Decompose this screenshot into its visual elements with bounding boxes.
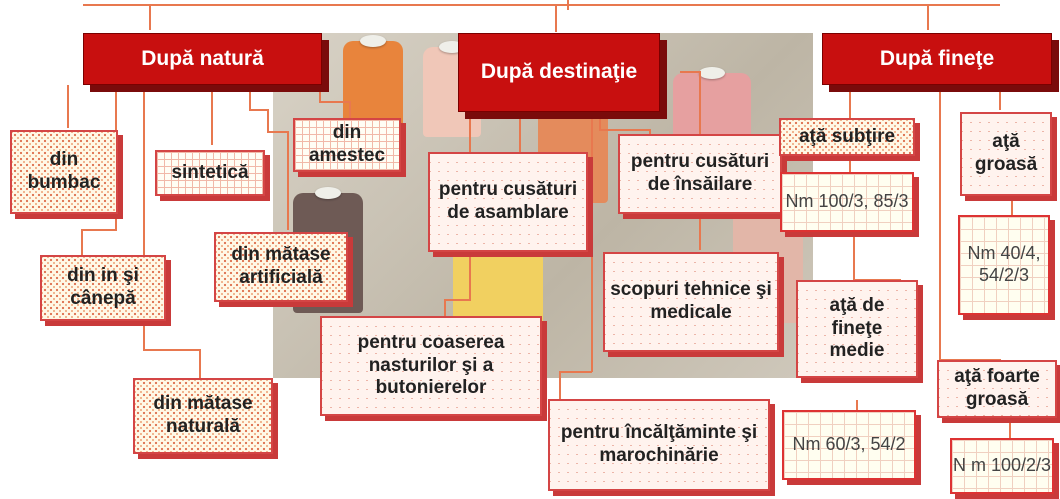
- box-ata-finete-medie: aţă de fineţe medie: [796, 280, 918, 378]
- spool-shape: [343, 35, 403, 136]
- note-subtire-nm: Nm 100/3, 85/3: [780, 172, 914, 232]
- header-dupa-natura: După natură: [83, 33, 322, 85]
- box-ata-subtire: aţă subţire: [779, 118, 915, 156]
- box-scopuri-tehnice: scopuri tehnice şi medicale: [603, 252, 779, 352]
- box-cusaturi-insailare: pentru cusături de însăilare: [618, 134, 782, 214]
- note-groasa-nm: Nm 40/4, 54/2/3: [958, 215, 1050, 315]
- note-foarte-groasa-nm: N m 100/2/3: [950, 438, 1054, 494]
- box-din-matase-naturala: din mătase naturală: [133, 378, 273, 454]
- box-din-matase-artificiala: din mătase artificială: [214, 232, 348, 302]
- box-ata-foarte-groasa: aţă foarte groasă: [937, 360, 1057, 418]
- header-dupa-destinatie: După destinaţie: [458, 33, 660, 112]
- header-dupa-finete: După fineţe: [822, 33, 1052, 85]
- box-sintetica: sintetică: [155, 150, 265, 196]
- box-din-amestec: din amestec: [293, 118, 401, 172]
- box-cusaturi-asamblare: pentru cusături de asamblare: [428, 152, 588, 252]
- box-nasturi-butoniere: pentru coaserea nasturilor şi a butonier…: [320, 316, 542, 416]
- box-din-in-si-canepa: din in şi cânepă: [40, 255, 166, 321]
- box-din-bumbac: din bumbac: [10, 130, 118, 214]
- box-incaltaminte-marochinarie: pentru încălţăminte şi marochinărie: [548, 399, 770, 491]
- box-ata-groasa: aţă groasă: [960, 112, 1052, 196]
- note-medie-nm: Nm 60/3, 54/2: [782, 410, 916, 480]
